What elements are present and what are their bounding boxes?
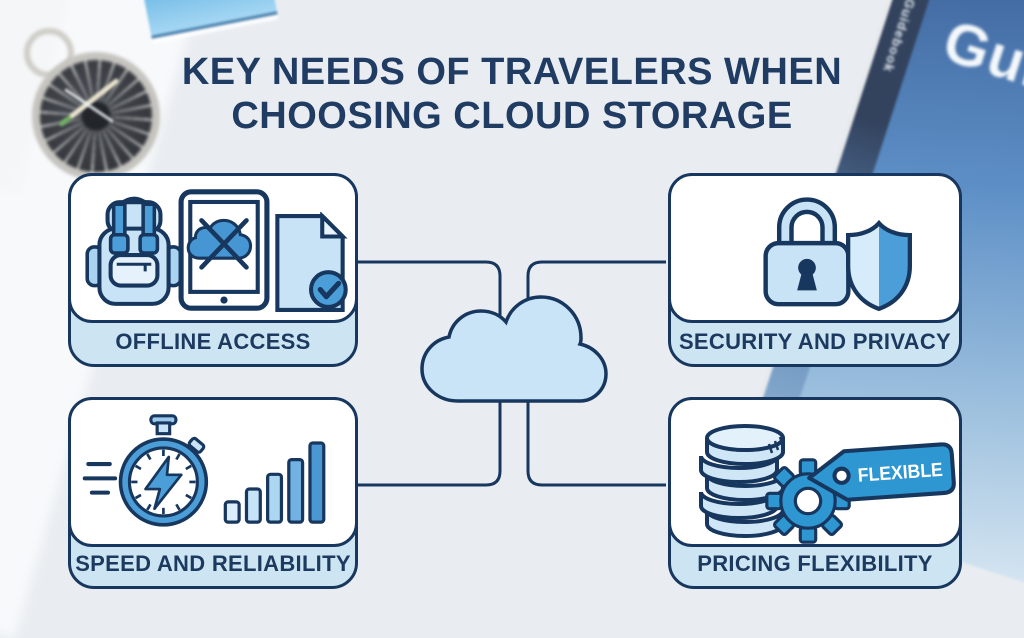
card-offline-access-icon-panel — [68, 173, 358, 323]
card-security-privacy: SECURITY AND PRIVACY — [668, 173, 962, 367]
connector-bottom-left — [358, 390, 502, 487]
cloud-icon — [420, 295, 608, 403]
card-security-privacy-label: SECURITY AND PRIVACY — [678, 329, 952, 354]
connector-bottom-right — [526, 390, 666, 487]
card-pricing-flexibility-icon-panel: FLEXIBLE — [668, 397, 962, 547]
connector-top-left — [358, 260, 502, 345]
card-speed-reliability: SPEED AND RELIABILITY — [68, 397, 358, 589]
cloud-hub — [414, 294, 614, 411]
card-offline-access: OFFLINE ACCESS — [68, 173, 358, 367]
tablet-offline-cloud-icon — [178, 189, 270, 311]
page-title-line2: CHOOSING CLOUD STORAGE — [231, 95, 793, 138]
signal-bars-icon — [223, 441, 326, 524]
document-check-icon — [275, 212, 348, 312]
stopwatch-lightning-icon — [82, 414, 209, 527]
card-speed-reliability-icon-panel — [68, 397, 358, 547]
card-pricing-flexibility: FLEXIBLE PRICING FLEXIBILITY — [668, 397, 962, 589]
card-offline-access-label: OFFLINE ACCESS — [115, 329, 311, 354]
card-pricing-flexibility-label: PRICING FLEXIBILITY — [697, 551, 933, 576]
shield-icon — [846, 219, 912, 312]
price-tag-icon: FLEXIBLE — [807, 442, 956, 502]
card-security-privacy-icon-panel — [668, 173, 962, 323]
page-title: KEY NEEDS OF TRAVELERS WHEN CHOOSING CLO… — [0, 50, 1024, 139]
card-speed-reliability-label: SPEED AND RELIABILITY — [75, 551, 351, 576]
connector-top-right — [526, 260, 666, 345]
page-title-line1: KEY NEEDS OF TRAVELERS WHEN — [181, 51, 843, 93]
backpack-icon — [85, 196, 183, 306]
